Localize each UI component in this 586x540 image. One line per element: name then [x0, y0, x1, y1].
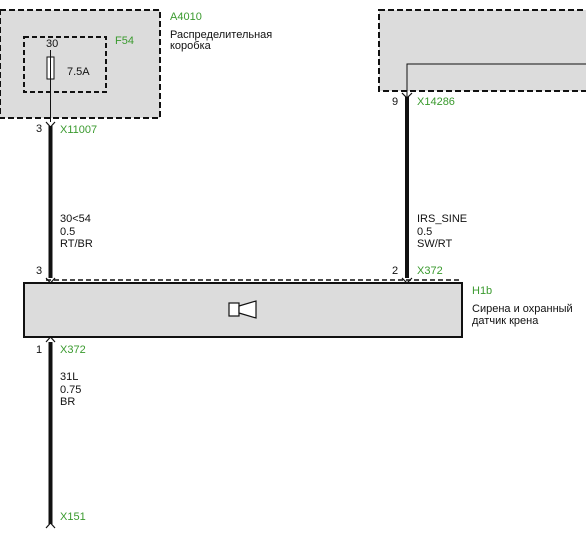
- wire-left-signal: 30<54: [60, 213, 91, 225]
- x14286-pin: 9: [392, 96, 398, 108]
- fuse-rating: 7.5A: [67, 66, 90, 78]
- x372-pin-left: 3: [36, 265, 42, 277]
- wire-right-color: SW/RT: [417, 238, 453, 250]
- right-component-box[interactable]: [378, 9, 586, 92]
- fuse-id: F54: [115, 35, 134, 47]
- x11007-name: X11007: [60, 124, 97, 136]
- wire-left-color: RT/BR: [60, 238, 93, 250]
- siren-icon: [228, 300, 257, 319]
- connector-tick-x11007: [45, 121, 56, 128]
- wire-right-size: 0.5: [417, 226, 432, 238]
- wire-left-size: 0.5: [60, 226, 75, 238]
- h1b-name-line2: датчик крена: [472, 315, 539, 327]
- x372-top-name: X372: [417, 265, 443, 277]
- right-box-internal-wire: [406, 63, 586, 97]
- fuse-pin: 30: [46, 38, 58, 50]
- x372-bottom-name: X372: [60, 344, 86, 356]
- x14286-name: X14286: [417, 96, 455, 108]
- x11007-pin: 3: [36, 123, 42, 135]
- x372-pin-right: 2: [392, 265, 398, 277]
- h1b-id: H1b: [472, 285, 492, 297]
- wire-ground-signal: 31L: [60, 371, 78, 383]
- wire-ground-color: BR: [60, 396, 75, 408]
- a4010-id: A4010: [170, 11, 202, 23]
- connector-tick-x14286: [401, 92, 413, 99]
- fuse-f54-box[interactable]: [23, 36, 107, 93]
- a4010-name-line2: коробка: [170, 40, 212, 52]
- wire-ground-size: 0.75: [60, 384, 81, 396]
- wire-right-signal: IRS_SINE: [417, 213, 467, 225]
- x151-name: X151: [60, 511, 86, 523]
- x372-bottom-pin: 1: [36, 344, 42, 356]
- connector-tick-x151: [45, 522, 56, 529]
- h1b-name-line1: Сирена и охранный: [472, 303, 573, 315]
- a4010-name-line1: Распределительная: [170, 29, 272, 41]
